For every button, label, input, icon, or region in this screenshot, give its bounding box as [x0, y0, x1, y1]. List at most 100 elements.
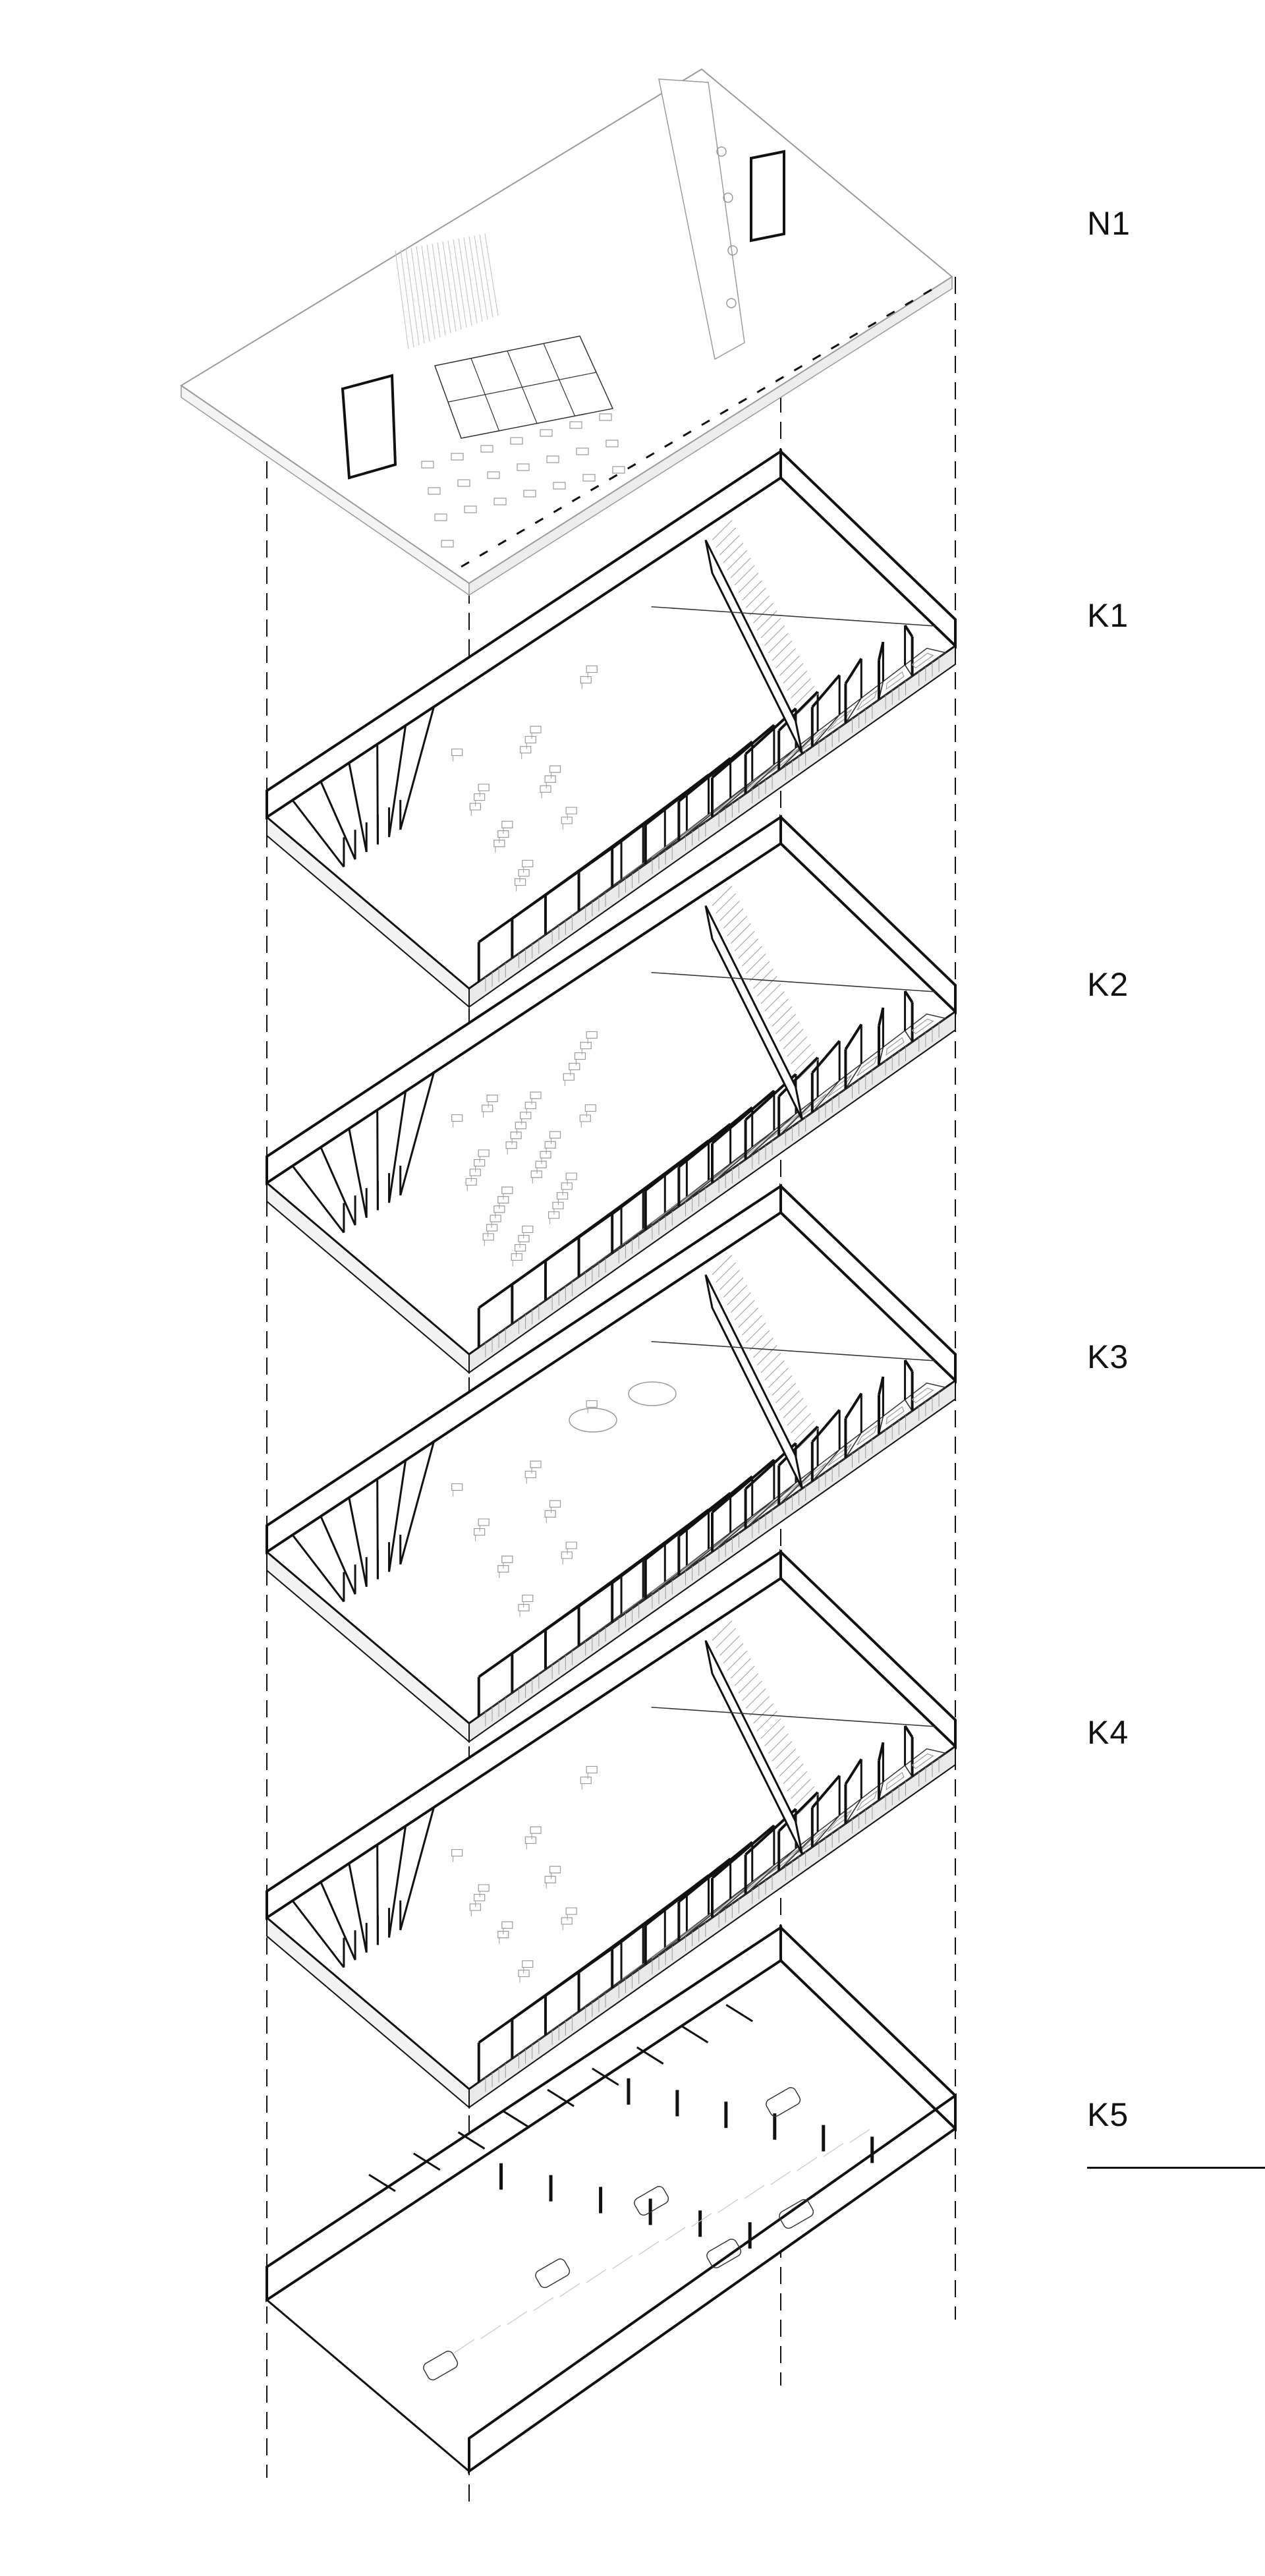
roof-hatch [459, 239, 472, 326]
core-wall [349, 1498, 366, 1587]
furniture [452, 1115, 463, 1122]
stair-tread [731, 924, 750, 944]
roof-table [540, 430, 552, 436]
furniture [561, 1183, 572, 1189]
floor-plate-k2 [267, 817, 955, 1373]
corridor-edge [652, 607, 936, 626]
parapet-dash [591, 486, 599, 490]
furniture [487, 1224, 497, 1231]
car [632, 2185, 670, 2217]
partition-wall [679, 1107, 752, 1166]
stair-tread [779, 656, 799, 675]
stair-tread [783, 664, 803, 683]
bay-line [797, 2158, 817, 2171]
skylight [727, 299, 736, 308]
bed [886, 672, 904, 689]
core-wall [401, 707, 434, 830]
storage-partition [548, 2090, 574, 2106]
furniture [478, 1885, 489, 1891]
stair-tread [768, 1368, 788, 1388]
bed [799, 1463, 826, 1487]
level-label-k3[interactable]: K3 [1087, 1338, 1129, 1375]
partition-wall [679, 1842, 752, 1901]
furniture [545, 1876, 555, 1883]
furniture [561, 1552, 572, 1559]
roof-hatch [469, 237, 482, 322]
furniture [520, 1112, 531, 1119]
stair-tread [791, 1045, 810, 1064]
furniture [478, 1519, 489, 1526]
furniture [452, 1850, 463, 1856]
bed [740, 766, 776, 795]
stair-tread [716, 1263, 736, 1282]
furniture [569, 1063, 580, 1070]
stair-tread [746, 1688, 766, 1708]
stair-tread [772, 1006, 792, 1026]
room-cell [905, 1383, 946, 1411]
corridor-edge [652, 1342, 936, 1361]
core-wall [293, 1901, 344, 1967]
level-label-k4[interactable]: K4 [1087, 1714, 1129, 1751]
stair-tread [754, 969, 773, 988]
furniture [522, 860, 533, 867]
round-rug [569, 1408, 617, 1432]
roof-table [547, 456, 559, 463]
level-label-k1[interactable]: K1 [1087, 597, 1129, 634]
stair-tread [757, 611, 777, 631]
furniture [522, 1961, 533, 1967]
furniture [502, 1556, 513, 1562]
bed [886, 1773, 904, 1790]
stair-tread [719, 1636, 739, 1655]
stair-tread [750, 596, 770, 615]
roof-hatch [401, 250, 414, 348]
level-label-k5[interactable]: K5 [1087, 2096, 1129, 2133]
roof-table [570, 422, 582, 428]
roof-hatch [437, 243, 451, 333]
level-label-n1[interactable]: N1 [1087, 205, 1131, 242]
partition-wall [812, 1410, 839, 1442]
storage-partition [503, 2111, 529, 2127]
furniture [580, 677, 591, 683]
stair-tread [765, 1361, 785, 1381]
partition-wall [779, 1427, 818, 1466]
partition-wall [679, 1476, 752, 1535]
furniture [580, 1115, 590, 1122]
furniture [586, 1400, 597, 1407]
partition-wall [712, 1091, 774, 1143]
roof-table [553, 482, 565, 489]
stair-tread [783, 1764, 803, 1784]
parapet-dash [535, 519, 543, 523]
parapet-dash [553, 507, 561, 512]
furniture [483, 1234, 493, 1240]
core-wall [401, 1442, 434, 1564]
bed [828, 1810, 851, 1832]
partition-wall [845, 1393, 861, 1418]
furniture [550, 1866, 561, 1873]
atrium-wall [706, 540, 802, 754]
partition-wall [845, 658, 861, 683]
partition-wall [779, 1792, 818, 1831]
storage-partition [681, 2026, 708, 2042]
bed [740, 1866, 776, 1895]
atrium-wall [706, 906, 802, 1120]
furniture [566, 807, 576, 814]
stair-tread [735, 565, 754, 585]
roof-table [606, 440, 618, 447]
furniture [549, 1212, 559, 1218]
floor-plate-k1 [267, 451, 955, 1007]
stair-tread [743, 1315, 762, 1335]
stair-tread [719, 901, 739, 921]
car [422, 2349, 459, 2382]
bed [799, 1829, 826, 1853]
furniture [557, 1193, 568, 1199]
parapet-dash [572, 497, 580, 501]
roof-hatch [480, 235, 493, 318]
level-label-k2[interactable]: K2 [1087, 966, 1129, 1003]
furniture [470, 1904, 480, 1910]
stair-tread [712, 886, 732, 906]
furniture [550, 766, 561, 772]
bed [799, 728, 826, 753]
furniture [498, 1566, 509, 1572]
stair-core-box [751, 152, 784, 241]
stair-tread [735, 1666, 754, 1686]
